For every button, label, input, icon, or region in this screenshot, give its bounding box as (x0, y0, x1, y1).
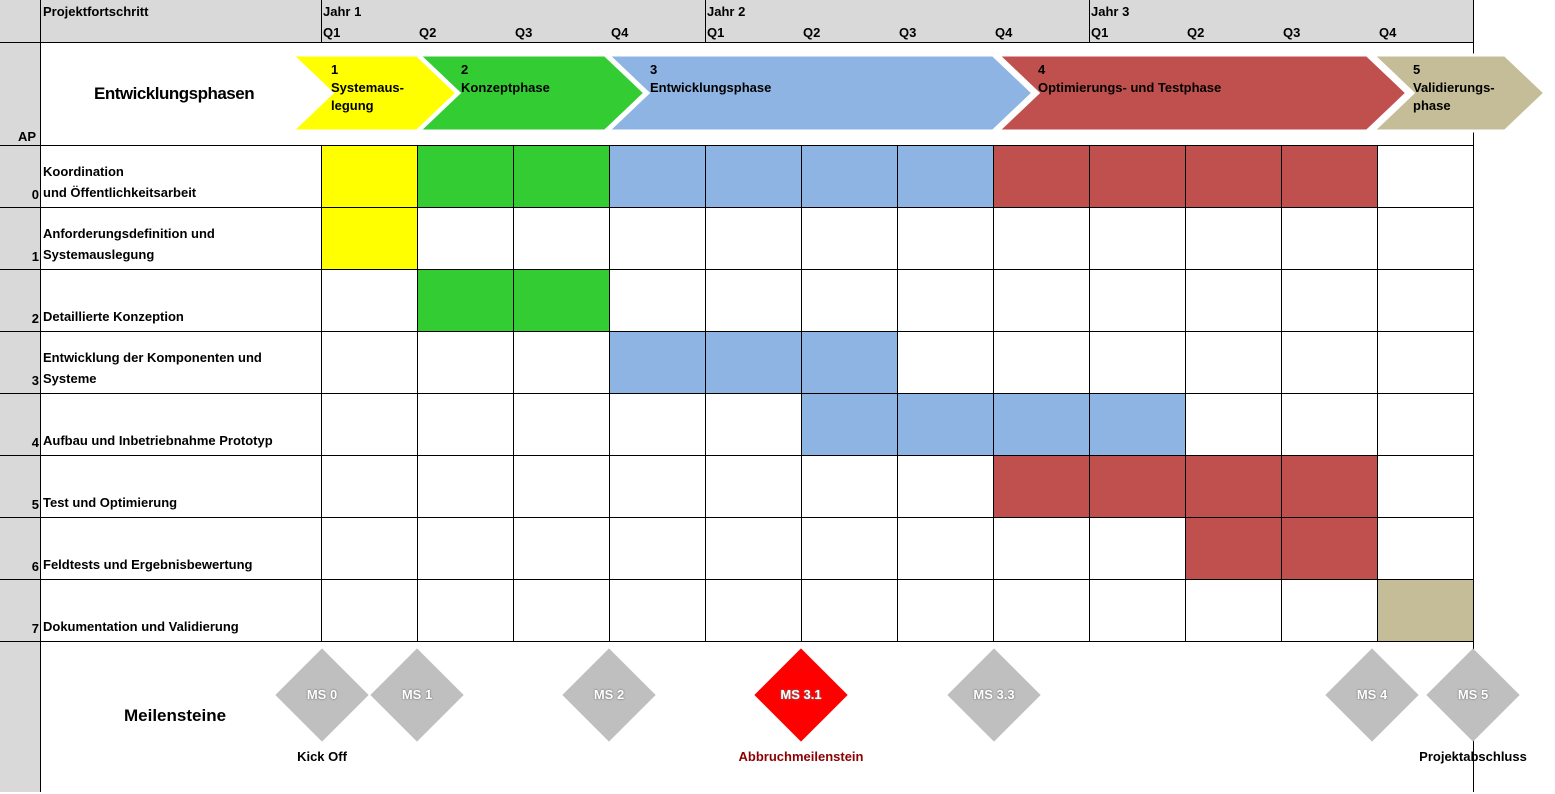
phase-number: 5 (1413, 62, 1421, 77)
ap-number-7: 7 (31, 621, 39, 636)
phase-number: 2 (461, 62, 469, 77)
phase-number: 4 (1038, 62, 1046, 77)
grid-hline-header (0, 42, 1473, 43)
grid-hline-row-2 (0, 269, 1473, 270)
work-package-label-7: Dokumentation und Validierung (43, 619, 239, 634)
milestone-caption-6: Projektabschluss (1419, 749, 1527, 764)
year-label-1: Jahr 1 (323, 4, 362, 19)
grid-hline-row-7 (0, 579, 1473, 580)
grid-vline-quarter-6 (897, 145, 898, 641)
quarter-label-1: Q1 (323, 25, 341, 40)
grid-vline-quarter-2 (513, 145, 514, 641)
milestone-label-3: MS 3.1 (780, 687, 822, 702)
year-label-2: Jahr 2 (707, 4, 746, 19)
gantt-bar-ap7-0 (1377, 579, 1473, 641)
grid-vline-year-4 (705, 0, 706, 42)
quarter-label-2: Q2 (419, 25, 437, 40)
ap-number-5: 5 (31, 497, 39, 512)
grid-hline-row-4 (0, 393, 1473, 394)
work-package-label-1: Anforderungsdefinition und Systemauslegu… (43, 226, 215, 262)
grid-vline-quarter-3 (609, 145, 610, 641)
milestone-label-2: MS 2 (593, 687, 625, 702)
milestone-caption-3: Abbruchmeilenstein (738, 749, 864, 764)
work-package-label-5: Test und Optimierung (43, 495, 178, 510)
quarter-label-12: Q4 (1379, 25, 1397, 40)
grid-hline-row-5 (0, 455, 1473, 456)
ap-number-3: 3 (31, 373, 39, 388)
phases-title: Entwicklungsphasen (94, 84, 255, 103)
phase-number: 3 (650, 62, 658, 77)
gantt-bar-ap1-0 (321, 207, 417, 269)
grid-vline-quarter-4 (705, 145, 706, 641)
quarter-label-11: Q3 (1283, 25, 1301, 40)
ap-number-4: 4 (31, 435, 39, 450)
quarter-label-8: Q4 (995, 25, 1013, 40)
milestone-label-5: MS 4 (1356, 687, 1388, 702)
ap-number-1: 1 (31, 249, 39, 264)
work-package-label-4: Aufbau und Inbetriebnahme Prototyp (43, 433, 273, 448)
quarter-label-10: Q2 (1187, 25, 1205, 40)
work-package-label-0: Koordination und Öffentlichkeitsarbeit (43, 164, 197, 200)
ap-number-0: 0 (31, 187, 39, 202)
grid-vline-quarter-11 (1377, 145, 1378, 641)
milestone-label-4: MS 3.3 (973, 687, 1015, 702)
work-package-label-3: Entwicklung der Komponenten und Systeme (43, 350, 262, 386)
grid-hline-row-6 (0, 517, 1473, 518)
grid-vline-quarter-10 (1281, 145, 1282, 641)
quarter-label-6: Q2 (803, 25, 821, 40)
grid-hline-phase (0, 145, 1473, 146)
phase-name: Entwicklungsphase (650, 80, 772, 95)
ap-number-6: 6 (31, 559, 39, 574)
grid-vline-year-0 (321, 0, 322, 42)
phase-name: Systemaus- legung (331, 80, 404, 113)
phase-number: 1 (331, 62, 339, 77)
year-label-3: Jahr 3 (1091, 4, 1130, 19)
phase-name: Optimierungs- und Testphase (1038, 80, 1222, 95)
ap-label: AP (18, 129, 37, 144)
grid-hline-row-3 (0, 331, 1473, 332)
grid-vline-header-right (1473, 0, 1474, 42)
milestone-label-1: MS 1 (401, 687, 433, 702)
ap-column-background (0, 42, 41, 792)
work-package-label-6: Feldtests und Ergebnisbewertung (43, 557, 253, 572)
phase-name: Validierungs- phase (1413, 80, 1495, 113)
grid-vline-quarter-0 (321, 145, 322, 641)
grid-hline-row-1 (0, 207, 1473, 208)
gantt-bar-ap0-0 (321, 145, 417, 207)
grid-vline-quarter-9 (1185, 145, 1186, 641)
grid-vline-quarter-1 (417, 145, 418, 641)
quarter-label-4: Q4 (611, 25, 629, 40)
grid-vline-ap (40, 0, 41, 792)
grid-vline-quarter-5 (801, 145, 802, 641)
quarter-label-3: Q3 (515, 25, 533, 40)
grid-vline-right (1473, 145, 1474, 792)
work-package-label-2: Detaillierte Konzeption (43, 309, 184, 324)
grid-vline-year-8 (1089, 0, 1090, 42)
grid-hline-row-8 (0, 641, 1473, 642)
quarter-label-5: Q1 (707, 25, 725, 40)
milestone-label-6: MS 5 (1457, 687, 1489, 702)
ap-number-2: 2 (31, 311, 39, 326)
grid-vline-quarter-8 (1089, 145, 1090, 641)
header-background (0, 0, 1473, 42)
milestone-caption-0: Kick Off (297, 749, 347, 764)
milestones-title: Meilensteine (124, 706, 227, 725)
quarter-label-9: Q1 (1091, 25, 1109, 40)
phase-name: Konzeptphase (461, 80, 550, 95)
progress-label: Projektfortschritt (43, 4, 149, 19)
quarter-label-7: Q3 (899, 25, 917, 40)
milestone-label-0: MS 0 (306, 687, 338, 702)
gantt-bar-ap3-0 (609, 331, 897, 393)
grid-vline-quarter-7 (993, 145, 994, 641)
